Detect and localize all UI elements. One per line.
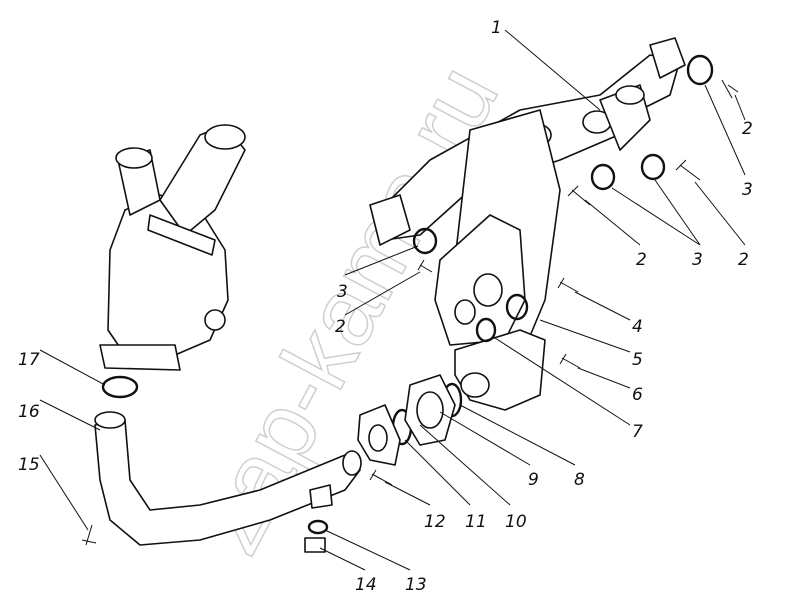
callout-3: 3: [742, 180, 753, 200]
callout-12: 12: [424, 512, 446, 532]
callout-17: 17: [18, 350, 40, 370]
callout-2: 2: [335, 317, 346, 337]
leader-lines: [39, 29, 746, 571]
callout-6: 6: [632, 385, 643, 405]
callout-14: 14: [355, 575, 377, 595]
manifold: [369, 37, 686, 411]
callout-3: 3: [692, 250, 703, 270]
flange-and-gasket: [357, 374, 456, 466]
callout-15: 15: [18, 455, 40, 475]
callout-7: 7: [632, 422, 643, 442]
callout-2: 2: [738, 250, 749, 270]
pipe: [94, 411, 362, 546]
callout-4: 4: [632, 317, 643, 337]
callout-9: 9: [528, 470, 539, 490]
callout-13: 13: [405, 575, 427, 595]
callout-3: 3: [337, 282, 348, 302]
water-pump: [99, 124, 246, 371]
callout-11: 11: [465, 512, 487, 532]
callout-labels: 1 2 3 2 3 2 3 2 4 5 6 7 8 9 10 11 12 13 …: [18, 18, 753, 595]
callout-2: 2: [742, 119, 753, 139]
callout-8: 8: [574, 470, 585, 490]
callout-10: 10: [505, 512, 527, 532]
callout-16: 16: [18, 402, 40, 422]
callout-1: 1: [491, 18, 502, 38]
callout-5: 5: [632, 350, 643, 370]
callout-2: 2: [636, 250, 647, 270]
